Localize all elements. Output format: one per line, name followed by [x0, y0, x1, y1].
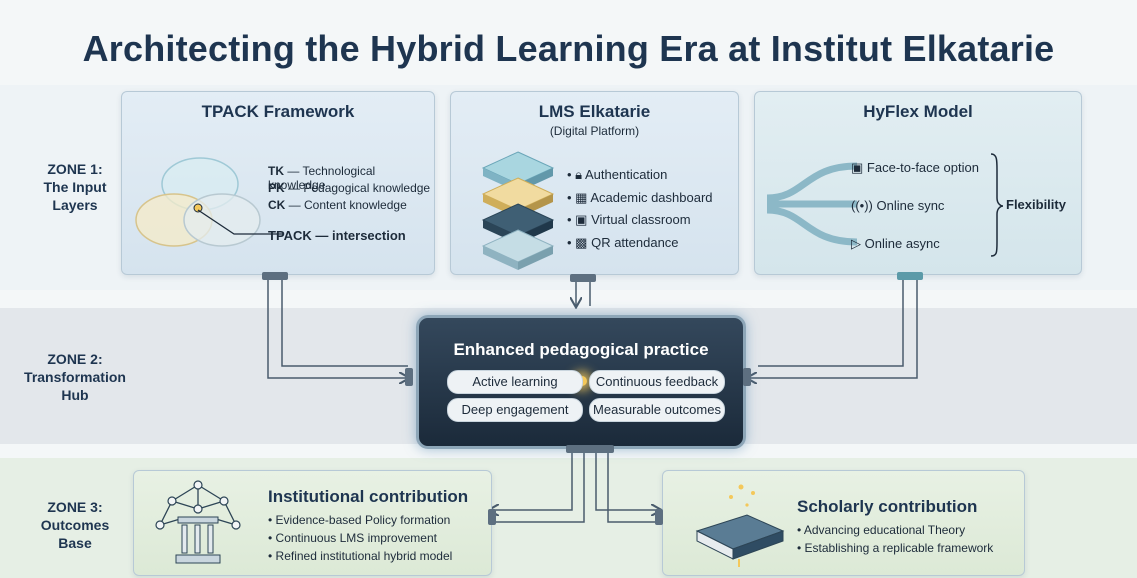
lms-item-authentication: • 🔒︎ Authentication — [567, 167, 668, 182]
institutional-item: • Refined institutional hybrid model — [268, 549, 453, 563]
hyflex-option-face-to-face: ▣ Face-to-face option — [851, 160, 979, 176]
scholarly-item-text: Advancing educational Theory — [803, 523, 966, 537]
page-title: Architecting the Hybrid Learning Era at … — [82, 28, 1055, 69]
tpack-title: TPACK Framework — [201, 102, 355, 121]
zone1-line3: Layers — [52, 197, 98, 213]
lock-icon: 🔒︎ — [575, 167, 583, 182]
zone1-line2: The Input — [43, 179, 107, 195]
institutional-title: Institutional contribution — [268, 487, 469, 506]
ck-text: — Content knowledge — [285, 198, 407, 212]
pill-deep-engagement: Deep engagement — [447, 398, 583, 422]
lms-item-label: Authentication — [585, 167, 668, 182]
tpack-item-pk: PK — Pedagogical knowledge — [268, 181, 430, 195]
hub-left-port — [405, 368, 413, 386]
institutional-item-text: Evidence-based Policy formation — [275, 513, 451, 527]
lms-connector-tab — [570, 274, 596, 282]
tpack-connector-tab — [262, 272, 288, 280]
dashboard-icon: ▦ — [575, 189, 588, 205]
scholarly-port — [655, 509, 663, 525]
scholarly-card: Scholarly contribution • Advancing educa… — [662, 470, 1025, 576]
zone2-line3: Hub — [61, 387, 89, 403]
hyflex-option-online-sync: ((•)) Online sync — [851, 198, 944, 213]
lms-item-label: Academic dashboard — [590, 189, 713, 205]
hyflex-option-label: Online sync — [876, 198, 945, 213]
scholarly-item-text: Establishing a replicable framework — [804, 541, 994, 555]
lms-title: LMS Elkatarie — [538, 102, 651, 121]
zone3-label: ZONE 3: Outcomes Base — [10, 498, 140, 552]
zone1-line1: ZONE 1: — [47, 161, 103, 177]
venn-diagram-icon — [135, 157, 261, 247]
institutional-item-text: Continuous LMS improvement — [275, 531, 437, 545]
tpack-to-hub-line — [267, 276, 408, 378]
hub-right-port — [743, 368, 751, 386]
zone1-label: ZONE 1: The Input Layers — [10, 160, 140, 214]
zone2-line1: ZONE 2: — [47, 351, 103, 367]
scholarly-item: • Advancing educational Theory — [797, 523, 966, 537]
pill-active-learning: Active learning — [447, 370, 583, 394]
lms-card: LMS Elkatarie (Digital Platform) • 🔒︎ Au… — [450, 91, 739, 275]
transformation-hub: Enhanced pedagogical practice Active lea… — [416, 315, 746, 449]
zone3-line3: Base — [58, 535, 92, 551]
hyflex-card: HyFlex Model ▣ Face-to-face option ((•))… — [754, 91, 1082, 275]
book-icon — [695, 484, 785, 567]
institutional-item: • Evidence-based Policy formation — [268, 513, 451, 527]
zone2-label: ZONE 2: Transformation Hub — [10, 350, 140, 404]
hyflex-connector-tab — [897, 272, 923, 280]
tpack-item-ck: CK — Content knowledge — [268, 198, 407, 212]
pill-continuous-feedback: Continuous feedback — [589, 370, 725, 394]
lms-item-label: QR attendance — [591, 234, 679, 250]
lms-feature-list: • 🔒︎ Authentication • ▦ Academic dashboa… — [567, 164, 713, 254]
zone3-line1: ZONE 3: — [47, 499, 103, 515]
hyflex-option-label: Face-to-face option — [866, 160, 979, 175]
platform-layers-icon — [481, 151, 555, 270]
scholarly-list: • Advancing educational Theory • Establi… — [797, 521, 993, 557]
institutional-item: • Continuous LMS improvement — [268, 531, 437, 545]
hyflex-to-hub-line — [748, 278, 918, 378]
scholarly-title: Scholarly contribution — [797, 497, 978, 516]
ck-abbr: CK — [268, 198, 286, 212]
lms-item-dashboard: • ▦ Academic dashboard — [567, 189, 713, 205]
classroom-icon: ▣ — [851, 160, 864, 175]
hyflex-option-online-async: ▷ Online async — [851, 236, 940, 252]
institution-network-icon — [155, 480, 241, 564]
scholarly-item: • Establishing a replicable framework — [797, 541, 994, 555]
lms-subtitle: (Digital Platform) — [549, 124, 640, 138]
hub-title: Enhanced pedagogical practice — [453, 340, 709, 359]
bracket-icon — [990, 153, 1004, 257]
pk-abbr: PK — [268, 181, 285, 195]
lms-item-label: Virtual classroom — [591, 212, 691, 227]
branching-paths-icon — [766, 162, 858, 246]
tk-text: — Technological knowledge — [268, 164, 376, 192]
play-icon: ▷ — [851, 236, 861, 251]
hyflex-option-label: Online async — [864, 236, 940, 251]
zone3-line2: Outcomes — [40, 517, 110, 533]
pill-measurable-outcomes: Measurable outcomes — [589, 398, 725, 422]
institutional-list: • Evidence-based Policy formation • Cont… — [268, 511, 452, 565]
tpack-card: TPACK Framework TK — Technological knowl… — [121, 91, 435, 275]
pk-text: — Pedagogical knowledge — [284, 181, 431, 195]
qr-icon: ▩ — [575, 234, 588, 250]
hub-to-scholarly-line — [595, 452, 660, 510]
hub-to-institutional-line — [490, 452, 573, 510]
zone2-line2: Transformation — [24, 369, 126, 385]
flexibility-label: Flexibility — [1006, 197, 1066, 212]
hub-bottom-port — [566, 445, 614, 453]
classroom-icon: ▣ — [575, 212, 588, 227]
tpack-item-tk: TK — Technological knowledge — [268, 164, 434, 192]
institutional-card: Institutional contribution • Evidence-ba… — [133, 470, 492, 576]
hyflex-title: HyFlex Model — [863, 102, 973, 121]
intersection-pointer — [197, 209, 284, 235]
lms-item-qr: • ▩ QR attendance — [567, 234, 679, 250]
tpack-intersection-label: TPACK — intersection — [268, 228, 406, 243]
tk-abbr: TK — [268, 164, 284, 178]
institutional-item-text: Refined institutional hybrid model — [275, 549, 453, 563]
broadcast-icon: ((•)) — [851, 198, 873, 213]
institutional-port — [488, 509, 496, 525]
lms-item-classroom: • ▣ Virtual classroom — [567, 212, 691, 227]
